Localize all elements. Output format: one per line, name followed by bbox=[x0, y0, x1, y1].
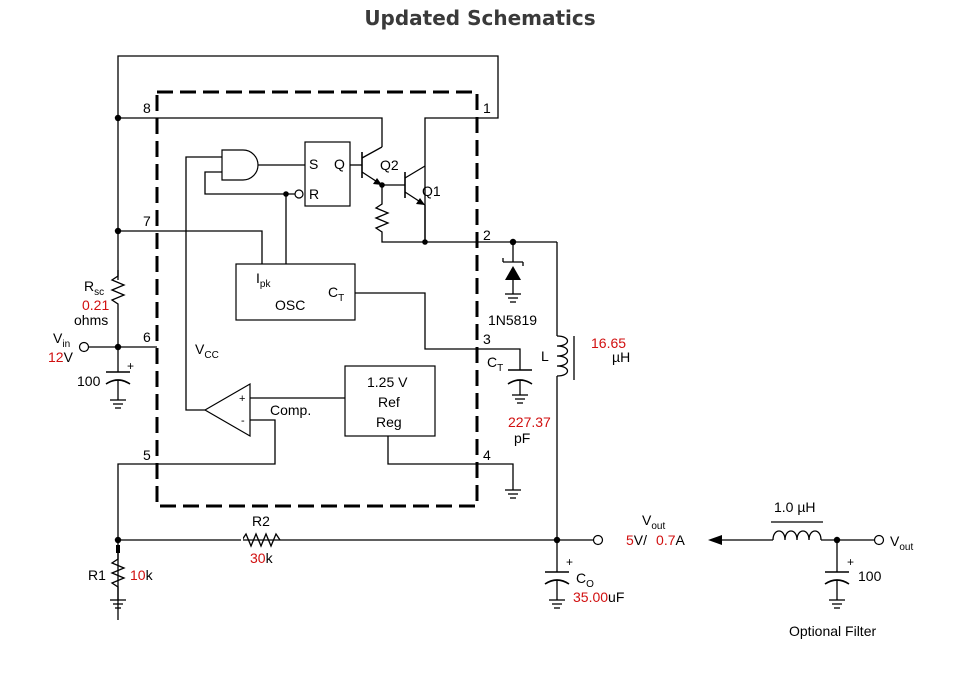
ref-line2: Ref bbox=[378, 394, 400, 410]
vin-label: Vin bbox=[53, 330, 70, 350]
r1-value: 10k bbox=[130, 567, 154, 583]
transistor-q1 bbox=[404, 165, 426, 206]
ground-pin4 bbox=[505, 489, 521, 499]
pin-8-label: 8 bbox=[143, 100, 151, 116]
node-pin7 bbox=[114, 227, 122, 235]
ct-unit: pF bbox=[514, 430, 530, 446]
ref-line1: 1.25 V bbox=[367, 374, 408, 390]
filter-inductor bbox=[772, 530, 822, 541]
cin-plus: + bbox=[127, 359, 134, 373]
pin-6-label: 6 bbox=[143, 329, 151, 345]
wire-pin7-ipk bbox=[118, 230, 263, 264]
rsc-resistor bbox=[110, 270, 126, 347]
rsc-label: Rsc bbox=[84, 278, 104, 298]
ground-r1 bbox=[110, 599, 126, 609]
ref-line3: Reg bbox=[376, 414, 402, 430]
pin-2-label: 2 bbox=[483, 227, 491, 243]
timing-capacitor bbox=[507, 369, 533, 404]
comp-label: Comp. bbox=[270, 402, 311, 418]
filter-cap-value: 100 bbox=[858, 568, 882, 584]
ct-value: 227.37 bbox=[508, 414, 551, 430]
l-unit: µH bbox=[612, 349, 630, 365]
input-capacitor bbox=[105, 347, 131, 409]
vcc-label: VCC bbox=[195, 341, 219, 361]
filter-inductor-label: 1.0 µH bbox=[774, 499, 816, 515]
pin-1-label: 1 bbox=[483, 100, 491, 116]
r2-resistor bbox=[241, 532, 281, 548]
wire-top-loop bbox=[117, 55, 499, 280]
filter-capacitor bbox=[824, 540, 850, 609]
pin-7-label: 7 bbox=[143, 213, 151, 229]
flipflop-r-label: R bbox=[309, 186, 319, 202]
op-minus-label: - bbox=[241, 415, 245, 427]
q1-label: Q1 bbox=[422, 183, 441, 199]
l-label: L bbox=[541, 348, 549, 364]
op-plus-label: + bbox=[239, 393, 245, 405]
filter-vout-terminal[interactable] bbox=[873, 534, 885, 546]
inductor-l bbox=[556, 335, 569, 377]
oscillator-block bbox=[235, 263, 356, 321]
vout-value: 5V/0.7A bbox=[626, 532, 686, 548]
rsc-unit: ohms bbox=[74, 312, 108, 328]
osc-label: OSC bbox=[275, 297, 305, 313]
wire-comp-pin5 bbox=[117, 419, 276, 620]
pin-4-label: 4 bbox=[483, 447, 491, 463]
co-label: CO bbox=[576, 570, 594, 590]
wire-comp-and bbox=[185, 156, 222, 411]
wire-ct-pin3 bbox=[355, 292, 521, 370]
filter-cap-plus: + bbox=[847, 555, 854, 569]
wire-r-loop bbox=[204, 171, 295, 195]
rsc-value: 0.21 bbox=[82, 297, 109, 313]
vout-label: Vout bbox=[642, 512, 665, 532]
r2-label: R2 bbox=[252, 513, 270, 529]
vout-terminal[interactable] bbox=[592, 534, 604, 546]
co-value: 35.00uF bbox=[573, 589, 624, 605]
node-r1 bbox=[114, 536, 122, 544]
base-resistor bbox=[374, 185, 557, 243]
output-capacitor bbox=[544, 540, 570, 609]
r1-label: R1 bbox=[88, 567, 106, 583]
r2-value: 30k bbox=[250, 550, 274, 566]
l-value: 16.65 bbox=[591, 335, 626, 351]
transistor-q2 bbox=[361, 146, 383, 186]
r-inverting-input bbox=[294, 189, 304, 199]
schematic-title: Updated Schematics bbox=[364, 6, 596, 30]
node-q1-emitter bbox=[422, 239, 428, 245]
and-gate bbox=[221, 149, 259, 181]
q2-label: Q2 bbox=[380, 157, 399, 173]
vin-value: 12V bbox=[48, 349, 74, 365]
pin-3-label: 3 bbox=[483, 331, 491, 347]
output-arrow bbox=[708, 535, 773, 545]
reference-regulator bbox=[344, 365, 436, 437]
schottky-diode bbox=[502, 242, 524, 303]
vin-terminal[interactable] bbox=[78, 341, 90, 353]
flipflop-q-label: Q bbox=[334, 156, 345, 172]
r1-resistor bbox=[110, 553, 126, 600]
co-plus: + bbox=[566, 555, 573, 569]
wire-ref-pin4 bbox=[387, 436, 514, 490]
node-pin8 bbox=[114, 114, 122, 122]
cin-value: 100 bbox=[77, 373, 101, 389]
diode-label: 1N5819 bbox=[488, 312, 537, 328]
flipflop-s-label: S bbox=[309, 156, 318, 172]
sr-flipflop bbox=[304, 141, 351, 207]
filter-vout-label: Vout bbox=[890, 533, 913, 553]
filter-caption: Optional Filter bbox=[789, 623, 876, 639]
ipk-label: Ipk bbox=[256, 270, 271, 290]
ct-osc-label: CT bbox=[328, 284, 344, 304]
comparator bbox=[203, 382, 251, 438]
pin-5-label: 5 bbox=[143, 447, 151, 463]
ct-label: CT bbox=[487, 354, 503, 374]
